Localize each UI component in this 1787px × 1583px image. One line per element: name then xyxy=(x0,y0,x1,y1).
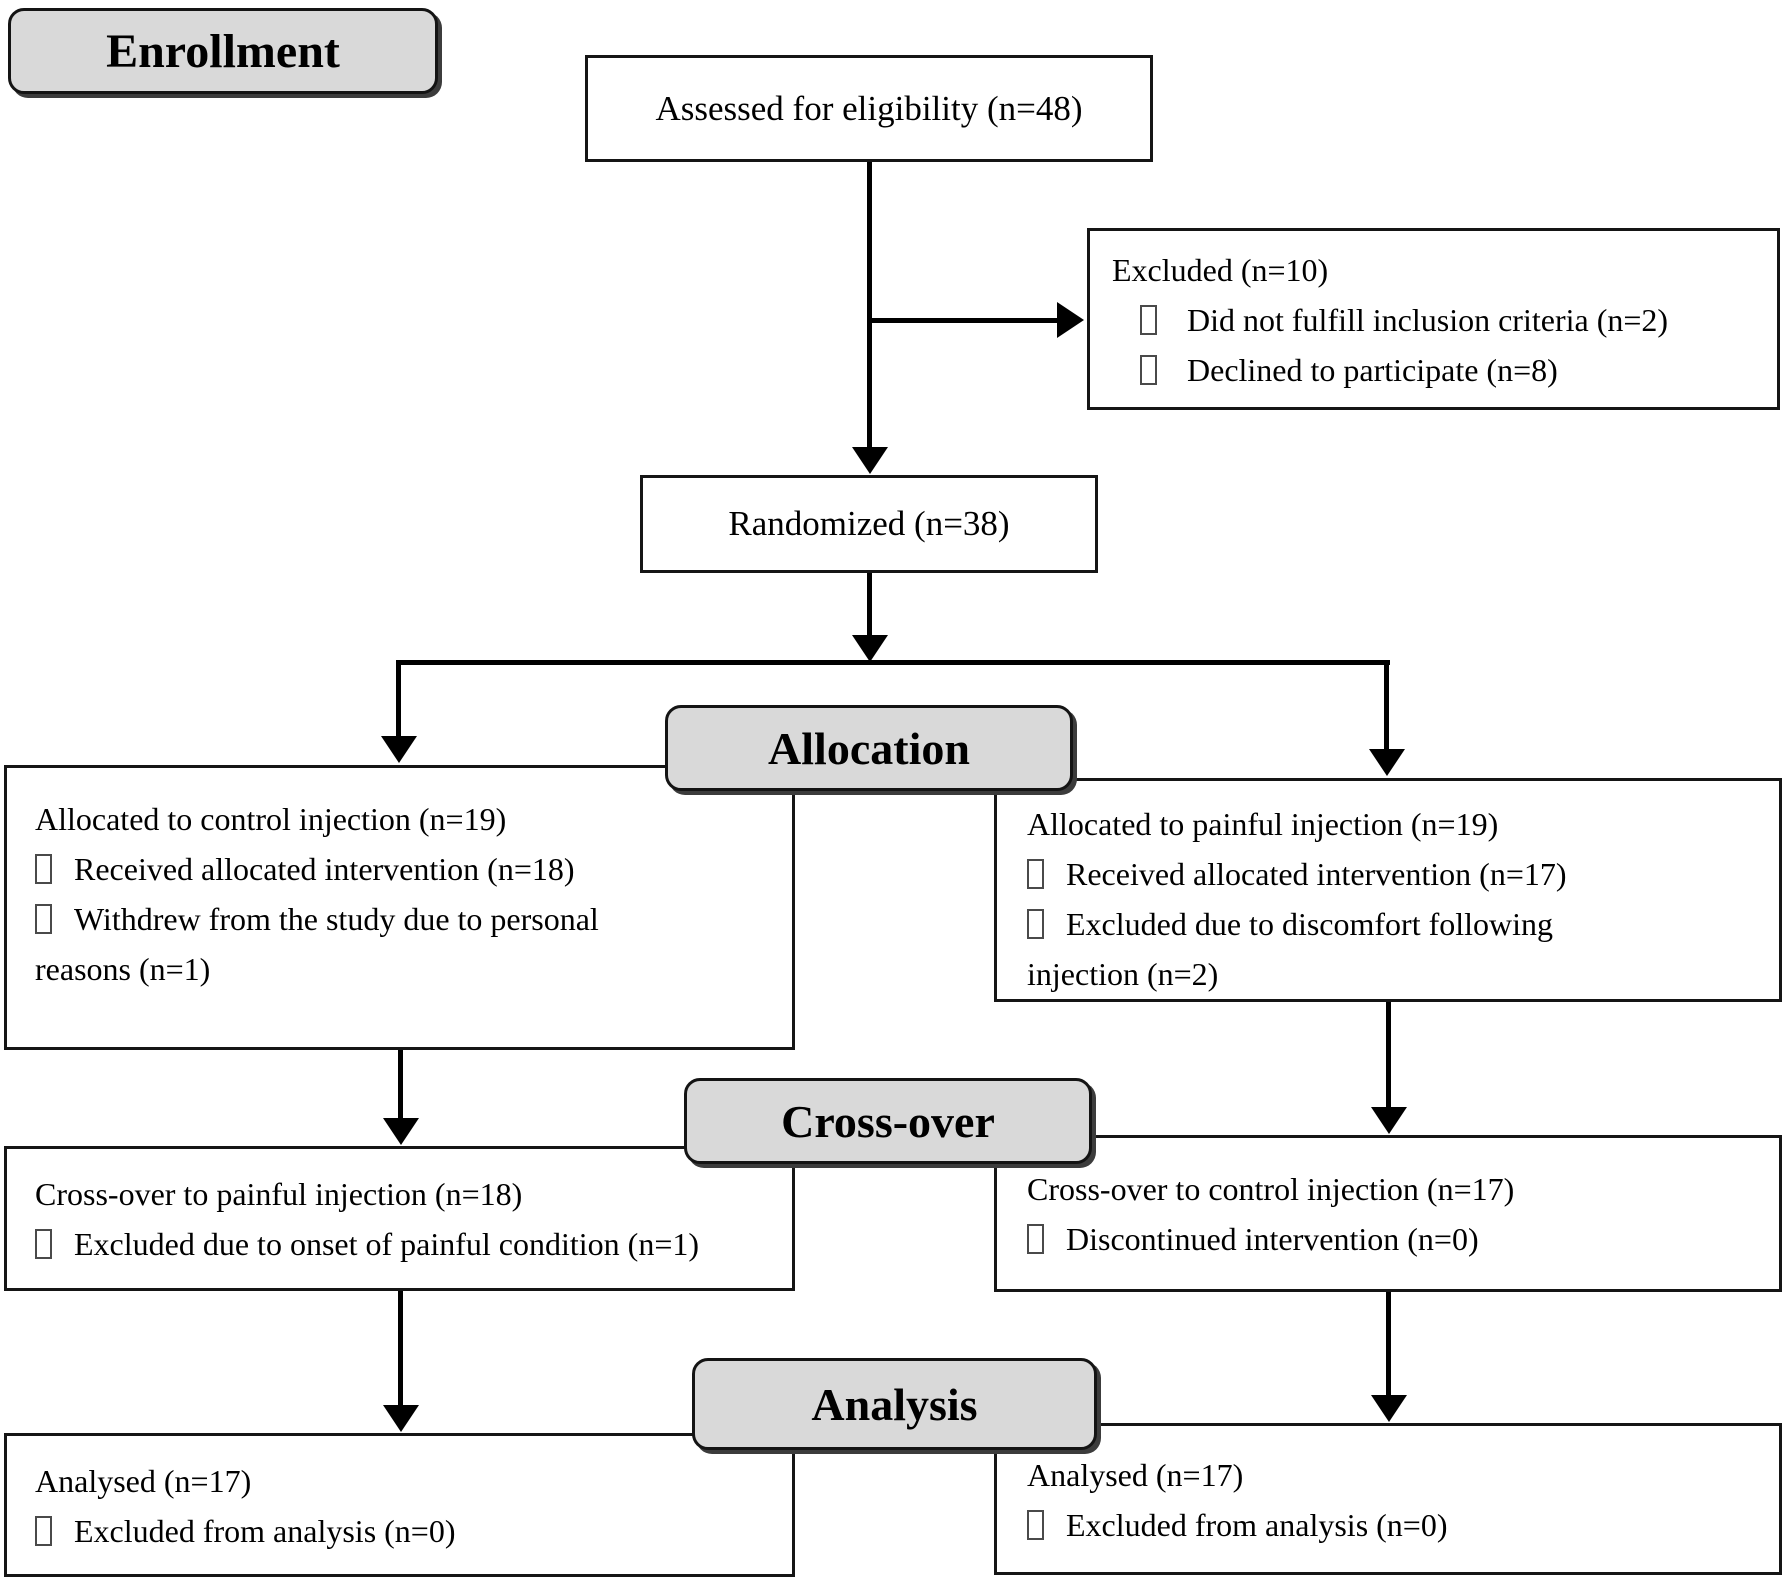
phase-label-analysis: Analysis xyxy=(692,1358,1097,1450)
analysis-left-title: Analysed (n=17) xyxy=(35,1463,252,1499)
allocation-label-text: Allocation xyxy=(768,722,970,774)
connector-assessed-randomized xyxy=(867,162,872,447)
analysis-left-box: Analysed (n=17) Excluded from analysis (… xyxy=(4,1433,795,1577)
bullet-glyph xyxy=(35,904,52,934)
bullet-glyph xyxy=(1027,859,1044,889)
analysis-label-text: Analysis xyxy=(811,1378,978,1430)
bullet-glyph xyxy=(1140,305,1157,335)
phase-label-crossover: Cross-over xyxy=(684,1078,1092,1164)
alloc-left-title: Allocated to control injection (n=19) xyxy=(35,801,507,837)
analysis-right-item: Excluded from analysis (n=0) xyxy=(1027,1500,1771,1550)
allocation-painful-box: Allocated to painful injection (n=19) Re… xyxy=(994,778,1782,1002)
cross-left-item: Excluded due to onset of painful conditi… xyxy=(35,1219,784,1269)
alloc-right-item: Received allocated intervention (n=17) xyxy=(1027,849,1771,899)
alloc-left-item: Withdrew from the study due to personal xyxy=(35,894,784,944)
excluded-title: Excluded (n=10) xyxy=(1112,252,1329,288)
excluded-item: Did not fulfill inclusion criteria (n=2) xyxy=(1112,295,1767,345)
connector-split-alloc-right xyxy=(1384,660,1389,749)
alloc-left-item-continuation: reasons (n=1) xyxy=(35,951,211,987)
connector-alloc-cross-right xyxy=(1386,1002,1391,1107)
arrowhead-into-cross-right xyxy=(1371,1107,1407,1134)
cross-right-item: Discontinued intervention (n=0) xyxy=(1027,1214,1771,1264)
connector-alloc-cross-left xyxy=(398,1050,403,1118)
bullet-glyph xyxy=(35,1516,52,1546)
randomized-box: Randomized (n=38) xyxy=(640,475,1098,573)
arrowhead-into-analysis-left xyxy=(383,1405,419,1432)
split-bar xyxy=(397,660,1390,665)
allocation-control-box: Allocated to control injection (n=19) Re… xyxy=(4,765,795,1050)
bullet-glyph xyxy=(1027,1224,1044,1254)
alloc-right-item: Excluded due to discomfort following xyxy=(1027,899,1771,949)
alloc-right-item-continuation: injection (n=2) xyxy=(1027,956,1219,992)
analysis-right-title: Analysed (n=17) xyxy=(1027,1457,1244,1493)
arrowhead-into-randomized xyxy=(852,447,888,474)
assessed-text: Assessed for eligibility (n=48) xyxy=(655,88,1083,128)
cross-right-title: Cross-over to control injection (n=17) xyxy=(1027,1171,1515,1207)
crossover-control-box: Cross-over to control injection (n=17) D… xyxy=(994,1135,1782,1292)
analysis-right-box: Analysed (n=17) Excluded from analysis (… xyxy=(994,1423,1782,1575)
analysis-left-item: Excluded from analysis (n=0) xyxy=(35,1506,784,1556)
connector-randomized-split xyxy=(867,573,872,635)
arrowhead-into-cross-left xyxy=(383,1118,419,1145)
enrollment-label-text: Enrollment xyxy=(106,24,340,78)
alloc-left-item: Received allocated intervention (n=18) xyxy=(35,844,784,894)
excluded-box: Excluded (n=10) Did not fulfill inclusio… xyxy=(1087,228,1780,410)
bullet-glyph xyxy=(1027,909,1044,939)
connector-to-excluded xyxy=(867,318,1057,323)
arrowhead-into-analysis-right xyxy=(1371,1395,1407,1422)
arrowhead-into-alloc-right xyxy=(1369,749,1405,776)
connector-cross-analysis-right xyxy=(1386,1292,1391,1395)
arrowhead-into-alloc-left xyxy=(381,736,417,763)
bullet-glyph xyxy=(1027,1510,1044,1540)
cross-left-title: Cross-over to painful injection (n=18) xyxy=(35,1176,523,1212)
phase-label-enrollment: Enrollment xyxy=(8,8,438,94)
crossover-painful-box: Cross-over to painful injection (n=18) E… xyxy=(4,1146,795,1291)
arrowhead-into-excluded xyxy=(1057,302,1084,338)
phase-label-allocation: Allocation xyxy=(665,705,1073,791)
randomized-text: Randomized (n=38) xyxy=(728,504,1010,543)
connector-cross-analysis-left xyxy=(398,1291,403,1405)
bullet-glyph xyxy=(1140,355,1157,385)
bullet-glyph xyxy=(35,1229,52,1259)
crossover-label-text: Cross-over xyxy=(781,1095,995,1147)
excluded-item: Declined to participate (n=8) xyxy=(1112,345,1767,395)
alloc-right-title: Allocated to painful injection (n=19) xyxy=(1027,806,1499,842)
assessed-box: Assessed for eligibility (n=48) xyxy=(585,55,1153,162)
connector-split-alloc-left xyxy=(396,660,401,736)
bullet-glyph xyxy=(35,854,52,884)
arrowhead-into-split xyxy=(852,635,888,662)
